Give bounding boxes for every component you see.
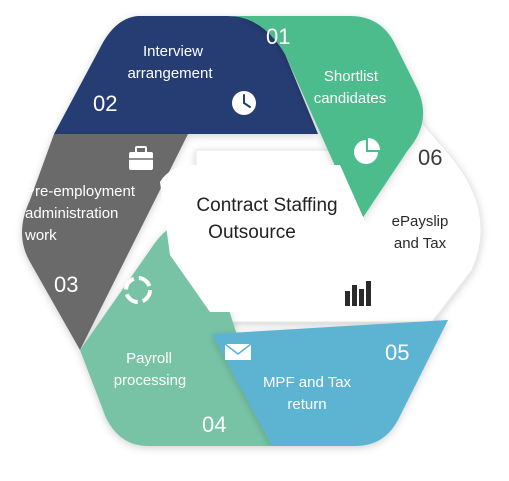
segment-05-label-line1: MPF and Tax xyxy=(263,374,352,391)
segment-05-number: 05 xyxy=(385,340,409,365)
segment-04-number: 04 xyxy=(202,412,226,437)
segment-01-shape xyxy=(228,16,424,222)
segment-06-label-line2: and Tax xyxy=(394,235,447,252)
segment-03-label-line1: Pre-employment xyxy=(25,183,136,200)
segment-02-label-line1: Interview xyxy=(143,43,203,60)
segment-03-number: 03 xyxy=(54,272,78,297)
refresh-cycle-icon xyxy=(124,276,152,304)
segment-03-label-line3: work xyxy=(24,227,57,244)
center-title-line2: Outsource xyxy=(208,222,296,243)
segment-01-number: 01 xyxy=(266,24,290,49)
segment-04-label-line2: processing xyxy=(114,372,187,389)
bar-chart-icon xyxy=(345,281,371,306)
segment-05-label-line2: return xyxy=(287,396,326,413)
segment-05-shape xyxy=(212,320,448,446)
segment-03-shape xyxy=(22,134,188,350)
segment-04-shape xyxy=(80,218,272,446)
segment-01-label-line2: candidates xyxy=(314,90,387,107)
envelope-icon xyxy=(224,343,252,360)
pie-chart-icon xyxy=(354,138,380,164)
segment-04-label-line1: Payroll xyxy=(126,350,172,367)
center-title-line1: Contract Staffing xyxy=(196,195,337,216)
briefcase-icon xyxy=(129,146,153,170)
center-panel xyxy=(160,165,380,312)
segment-01-label-line1: Shortlist xyxy=(324,68,379,85)
segment-03-label-line2: administration xyxy=(25,205,118,222)
segment-02-label-line2: arrangement xyxy=(127,65,213,82)
segment-06-number: 06 xyxy=(418,145,442,170)
segment-02-number: 02 xyxy=(93,91,117,116)
clock-icon xyxy=(232,91,256,115)
segment-06-label-line1: ePayslip xyxy=(392,213,449,230)
